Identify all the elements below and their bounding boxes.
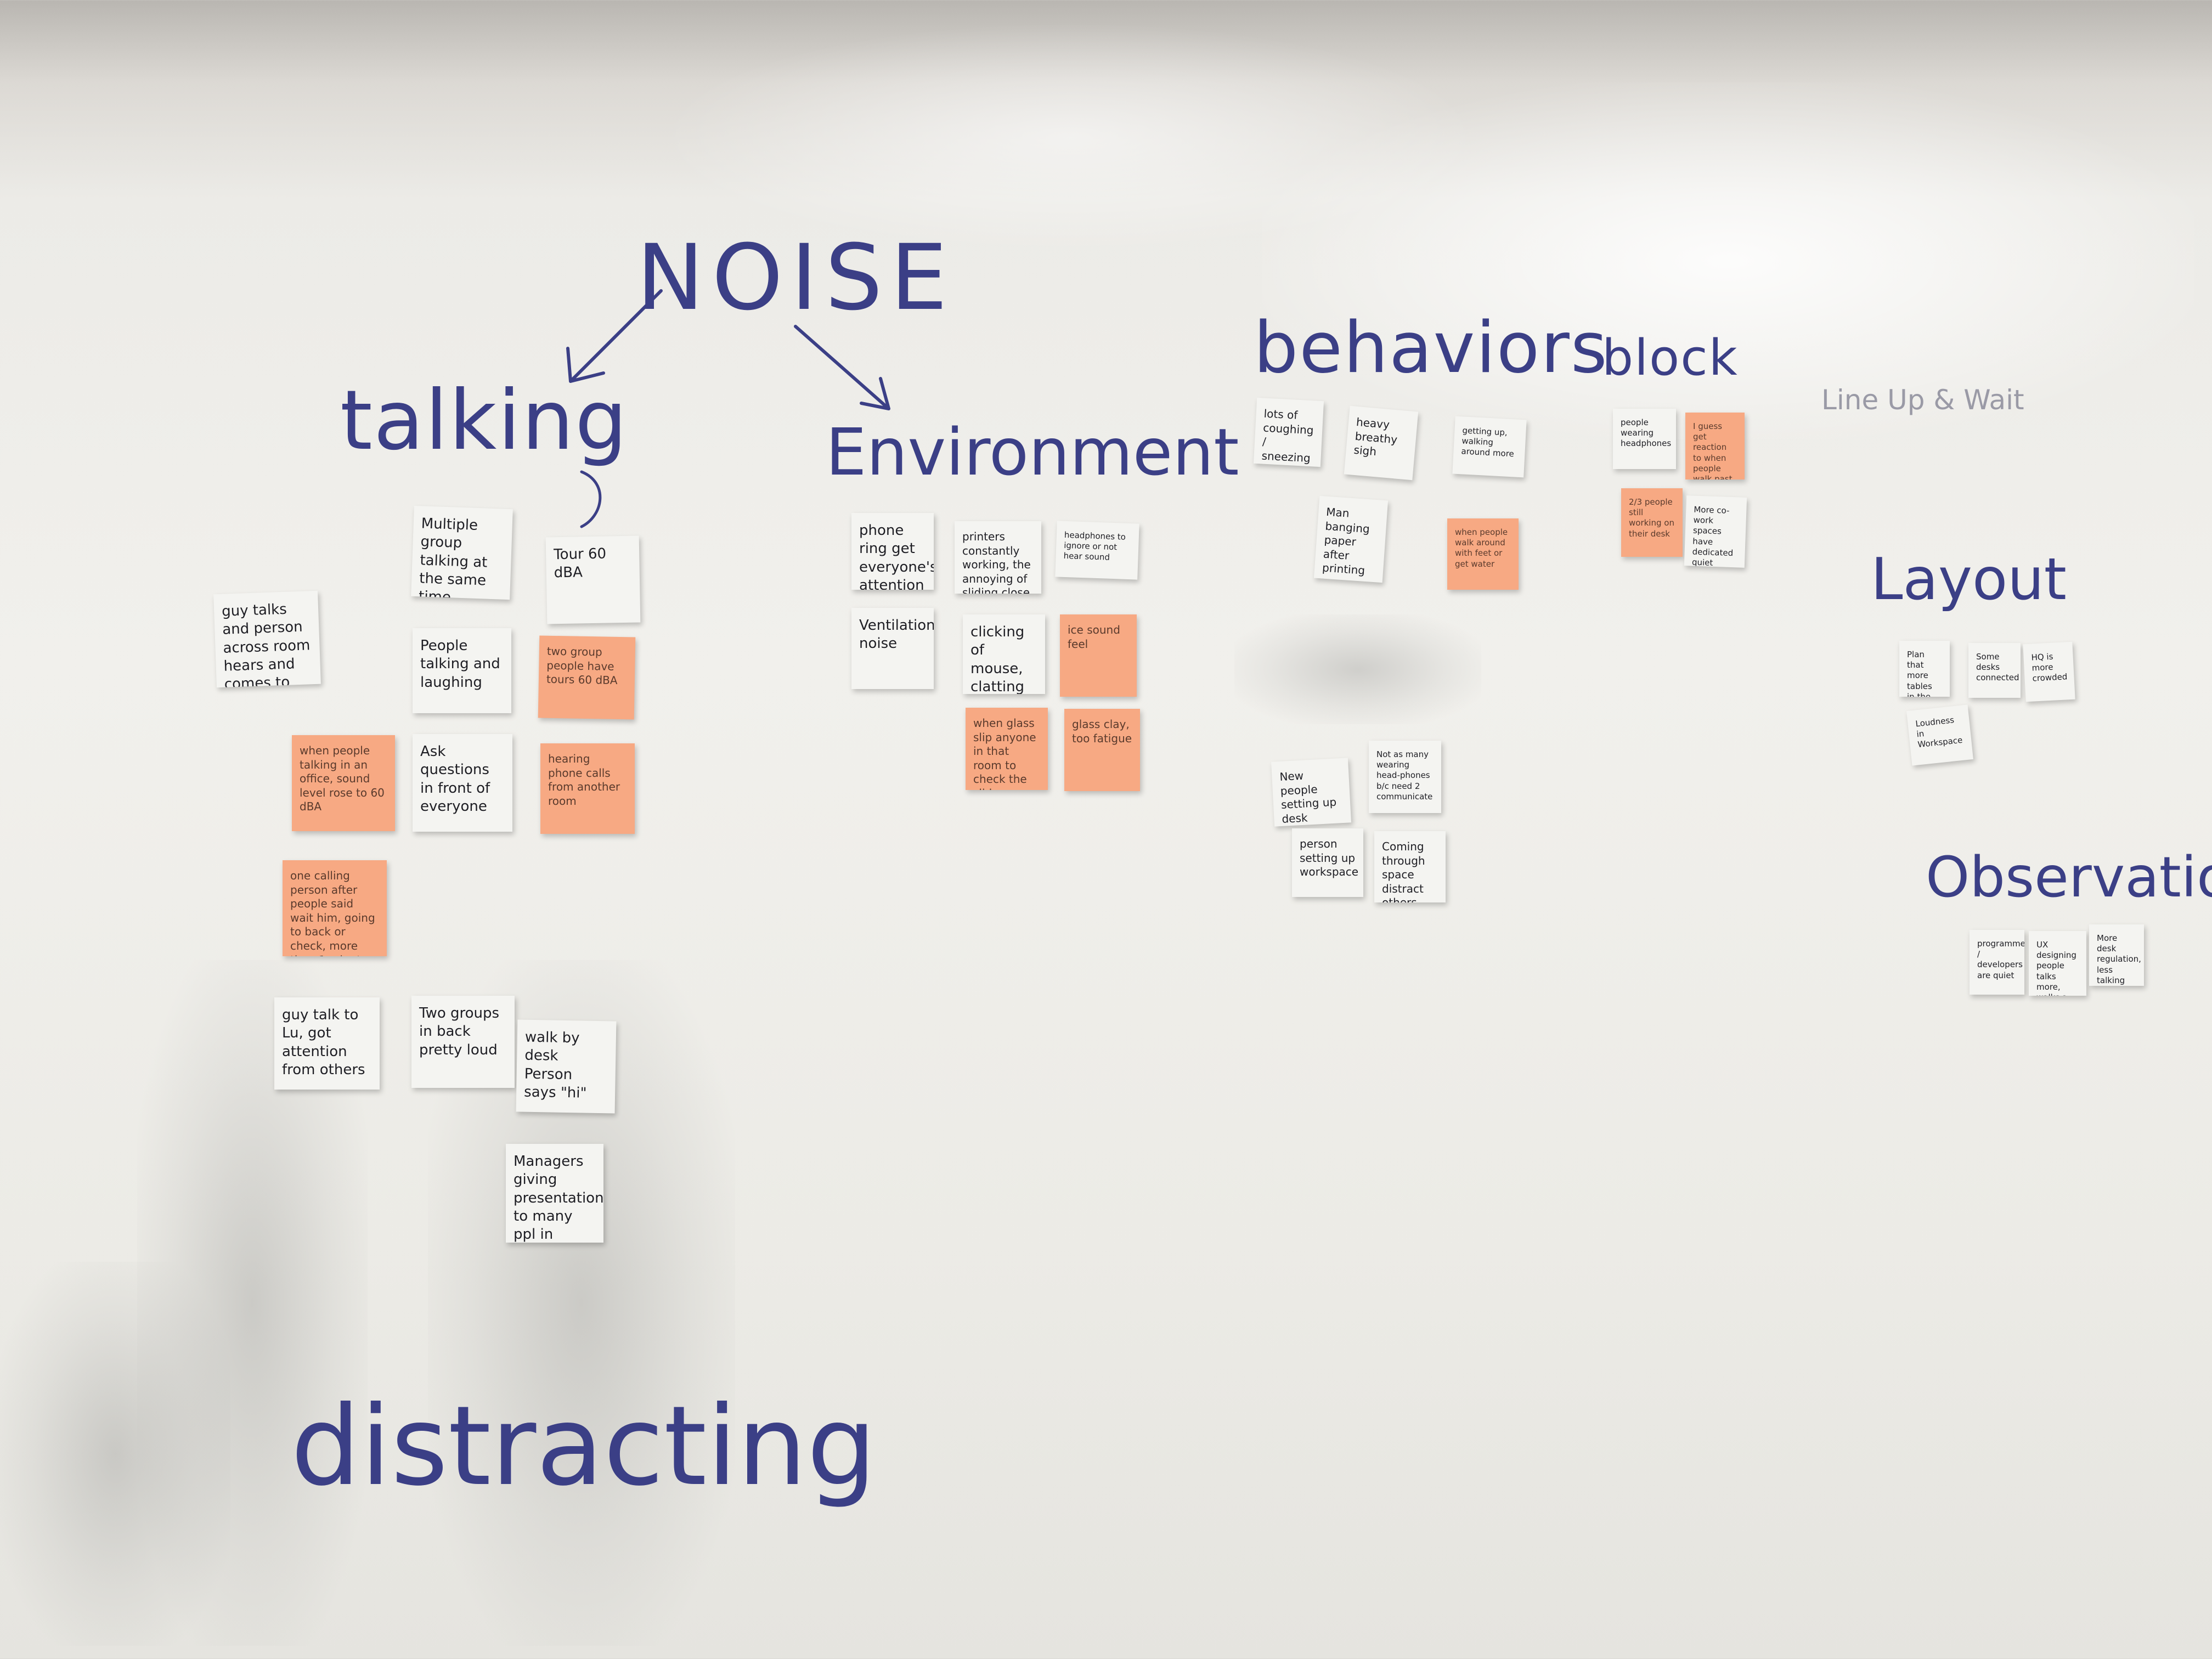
sticky-note: HQ is more crowded xyxy=(2023,641,2075,702)
sticky-note: Coming through space distract others xyxy=(1374,831,1446,902)
sticky-note: UX designing people talks more, walks a … xyxy=(2029,931,2086,996)
sticky-note: guy talks and person across room hears a… xyxy=(213,590,321,688)
sticky-note: phone ring get everyone's attention xyxy=(851,513,934,590)
sticky-note: when glass slip anyone in that room to c… xyxy=(966,708,1048,790)
sticky-note: when people talking in an office, sound … xyxy=(292,735,395,831)
sticky-note: Not as many wearing head-phones b/c need… xyxy=(1369,741,1441,813)
sticky-note: one calling person after people said wai… xyxy=(283,860,387,956)
sticky-note: programmers / developers are quiet xyxy=(1970,930,2024,995)
sticky-note: Man banging paper after printing xyxy=(1313,495,1389,583)
sticky-note: Multiple group talking at the same time xyxy=(411,505,513,600)
sticky-note: More co-work spaces have dedicated quiet… xyxy=(1684,495,1747,568)
sticky-note: headphones to ignore or not hear sound xyxy=(1055,521,1139,580)
arrow-to-talking xyxy=(566,289,663,383)
talking-heading: talking xyxy=(340,373,629,469)
sticky-note: People talking and laughing xyxy=(413,628,511,713)
sticky-note: glass clay, too fatigue xyxy=(1064,709,1140,791)
line-up-heading: Line Up & Wait xyxy=(1821,384,2024,416)
sticky-note: walk by desk Person says "hi" xyxy=(516,1019,617,1114)
arrow-to-environment xyxy=(794,325,890,410)
distracting-heading: distracting xyxy=(291,1383,877,1510)
observation-heading: Observation xyxy=(1926,845,2212,910)
sticky-note: Tour 60 dBA xyxy=(545,535,641,624)
sticky-note: people wearing headphones xyxy=(1613,409,1676,469)
sticky-note: ice sound feel xyxy=(1060,614,1137,697)
sticky-note: clicking of mouse, clatting of keyboard xyxy=(963,614,1045,694)
sticky-note: Some desks connected xyxy=(1968,643,2021,698)
sticky-note: Loudness in Workspace xyxy=(1906,704,1973,766)
sticky-note: New people setting up desk xyxy=(1271,758,1351,827)
sticky-note: two group people have tours 60 dBA xyxy=(538,635,636,720)
sticky-note: printers constantly working, the annoyin… xyxy=(955,521,1041,594)
sticky-note: More desk regulation, less talking xyxy=(2089,924,2144,986)
sticky-note: hearing phone calls from another room xyxy=(540,743,635,834)
noise-heading: NOISE xyxy=(636,225,955,330)
sticky-note: lots of coughing / sneezing xyxy=(1253,397,1324,467)
layout-heading: Layout xyxy=(1871,546,2067,613)
sticky-note: Plan that more tables in the same room xyxy=(1899,641,1950,697)
environment-heading: Environment xyxy=(826,414,1239,490)
sticky-note: person setting up workspace xyxy=(1292,828,1363,897)
sticky-note: getting up, walking around more xyxy=(1452,416,1527,478)
sticky-note: Ventilation noise xyxy=(851,608,934,689)
sticky-note: 2/3 people still working on their desk xyxy=(1621,488,1683,557)
block-heading: block xyxy=(1602,329,1739,387)
sticky-note: when people walk around with feet or get… xyxy=(1447,518,1519,590)
sticky-note: guy talk to Lu, got attention from other… xyxy=(274,997,380,1090)
behaviors-heading: behaviors xyxy=(1254,307,1609,389)
sticky-note: Ask questions in front of everyone xyxy=(413,734,512,832)
talking-underline-stroke xyxy=(580,470,602,528)
sticky-note: Managers giving presentation to many ppl… xyxy=(506,1144,603,1243)
sticky-note: heavy breathy sigh xyxy=(1344,405,1419,481)
sticky-note: I guess get reaction to when people walk… xyxy=(1685,413,1745,479)
sticky-note: Two groups in back pretty loud xyxy=(411,996,515,1088)
